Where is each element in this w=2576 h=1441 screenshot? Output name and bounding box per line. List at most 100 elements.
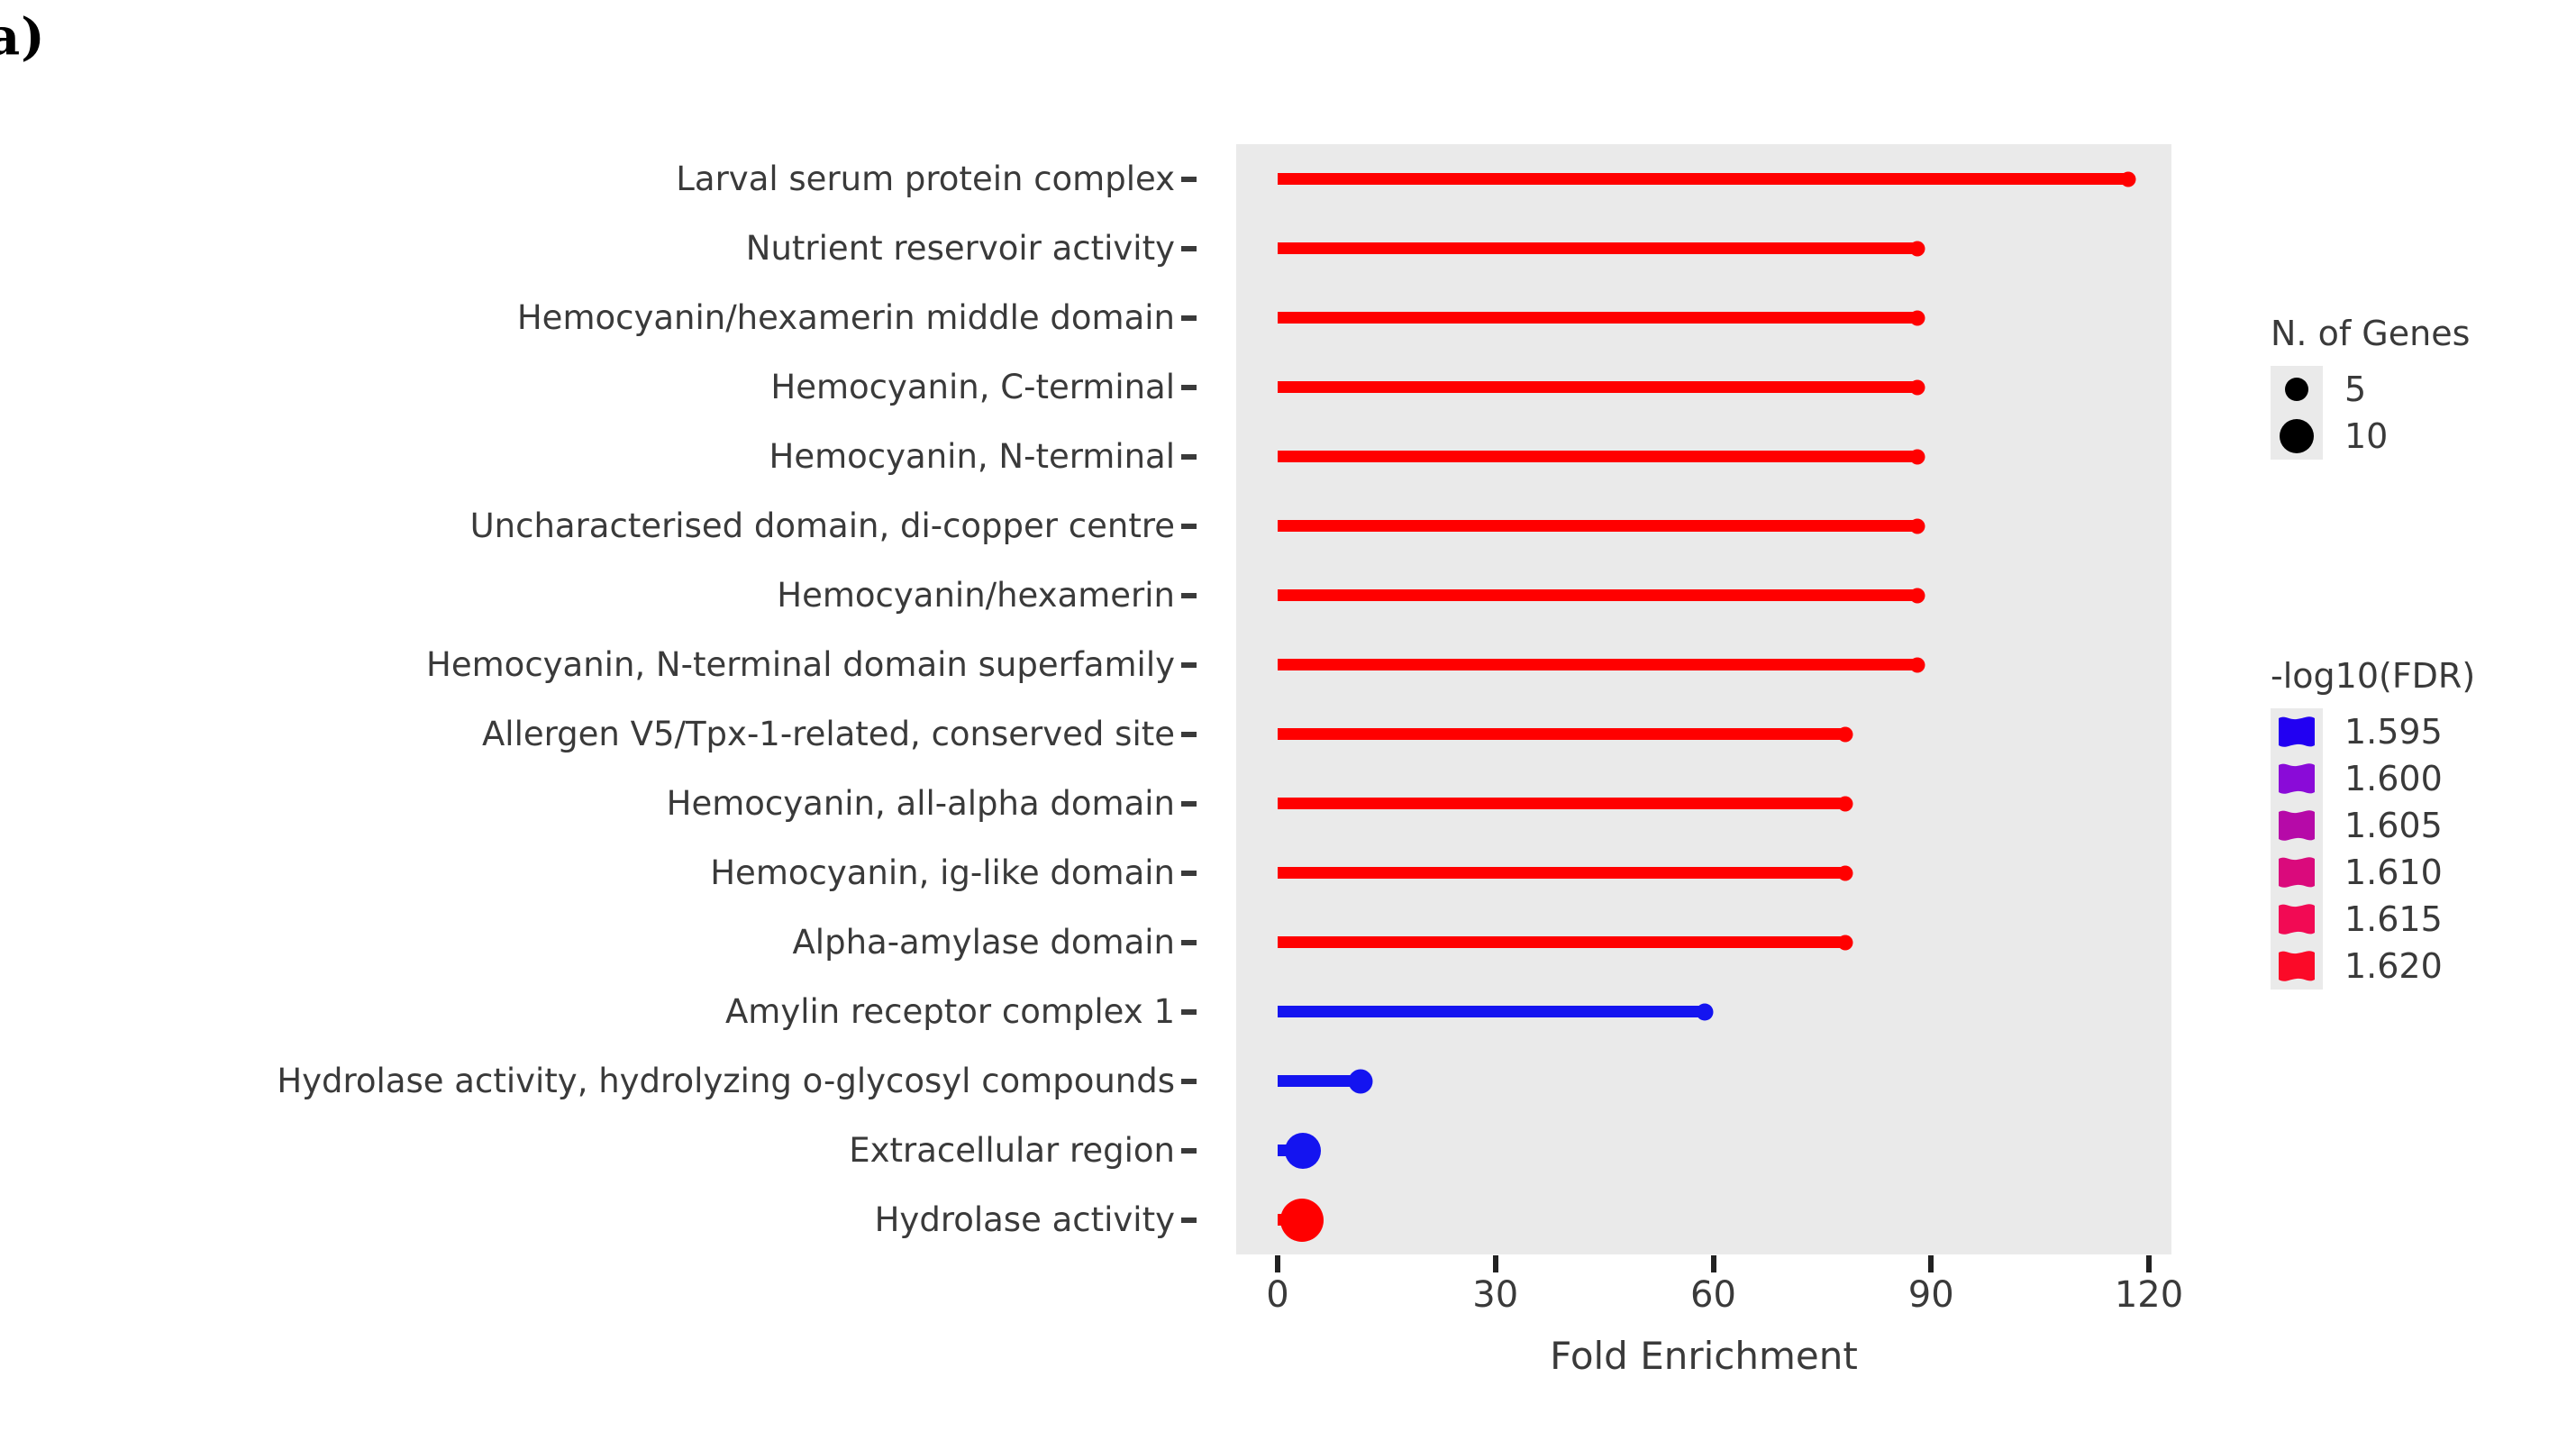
y-axis-tick-mark — [1181, 939, 1197, 945]
circle-marker-icon — [2280, 419, 2314, 453]
color-legend-item: 1.620 — [2271, 943, 2568, 990]
lollipop-point — [1285, 1132, 1322, 1169]
lollipop-stem — [1278, 1075, 1361, 1087]
y-axis-tick-mark — [1181, 1147, 1197, 1154]
lollipop-row — [1236, 1046, 2171, 1116]
color-swatch-icon — [2279, 904, 2315, 935]
y-axis-tick-label: Hemocyanin/hexamerin — [777, 576, 1175, 615]
color-swatch-icon — [2279, 810, 2315, 841]
y-axis-tick-mark — [1181, 176, 1197, 182]
y-axis-tick-mark — [1181, 731, 1197, 737]
color-legend-marker-cell — [2271, 854, 2323, 890]
x-axis-tick-mark — [1275, 1255, 1280, 1272]
lollipop-row — [1236, 769, 2171, 838]
lollipop-stem — [1278, 798, 1846, 809]
lollipop-point — [1837, 935, 1853, 950]
color-swatch-icon — [2279, 763, 2315, 794]
y-axis-tick-label: Hydrolase activity, hydrolyzing o-glycos… — [277, 1062, 1175, 1100]
plot-series-container — [1236, 144, 2171, 1254]
lollipop-stem — [1278, 520, 1917, 532]
y-axis-tick-mark — [1181, 1008, 1197, 1015]
color-legend-item: 1.605 — [2271, 802, 2568, 849]
y-axis-tick-mark — [1181, 453, 1197, 460]
x-axis-tick-mark — [1710, 1255, 1716, 1272]
y-axis-tick-label: Hemocyanin, N-terminal — [769, 437, 1175, 476]
lollipop-stem — [1278, 381, 1917, 393]
y-axis-tick-label: Hemocyanin, C-terminal — [770, 368, 1175, 406]
y-axis-tick-mark — [1181, 523, 1197, 529]
color-legend-label: 1.620 — [2344, 946, 2443, 986]
panel-label: (a) — [0, 7, 2576, 67]
x-axis-tick-mark — [1492, 1255, 1498, 1272]
lollipop-row — [1236, 838, 2171, 907]
color-legend-marker-cell — [2271, 901, 2323, 937]
y-axis-tick-label: Amylin receptor complex 1 — [725, 992, 1175, 1031]
y-axis-tick-label: Hydrolase activity — [874, 1200, 1175, 1239]
size-legend-item: 10 — [2271, 413, 2568, 460]
size-legend-marker-cell — [2271, 419, 2323, 453]
lollipop-point — [1280, 1198, 1324, 1242]
y-axis-tick-label: Extracellular region — [849, 1131, 1175, 1170]
y-axis-tick-mark — [1181, 1078, 1197, 1084]
x-axis-tick-label: 30 — [1472, 1274, 1519, 1316]
y-axis-tick-mark — [1181, 661, 1197, 668]
lollipop-point — [1909, 310, 1925, 325]
lollipop-point — [1837, 726, 1853, 742]
color-legend-patch — [2271, 708, 2323, 990]
y-axis-tick-label: Larval serum protein complex — [676, 160, 1175, 198]
lollipop-stem — [1278, 659, 1917, 670]
lollipop-stem — [1278, 589, 1917, 601]
size-legend-item: 5 — [2271, 366, 2568, 413]
x-axis-tick-mark — [1928, 1255, 1934, 1272]
color-legend-title: -log10(FDR) — [2271, 656, 2476, 696]
lollipop-point — [1837, 796, 1853, 811]
lollipop-row — [1236, 214, 2171, 283]
color-legend-label: 1.595 — [2344, 712, 2443, 752]
color-legend-marker-cell — [2271, 714, 2323, 750]
lollipop-row — [1236, 699, 2171, 769]
lollipop-row — [1236, 561, 2171, 630]
x-axis-tick-label: 120 — [2114, 1274, 2184, 1316]
size-legend-label: 5 — [2344, 369, 2367, 409]
color-legend-marker-cell — [2271, 807, 2323, 844]
y-axis-tick-mark — [1181, 870, 1197, 876]
lollipop-stem — [1278, 312, 1917, 324]
lollipop-point — [1837, 865, 1853, 880]
lollipop-row — [1236, 491, 2171, 561]
y-axis-tick-mark — [1181, 800, 1197, 807]
x-axis-tick-mark — [2146, 1255, 2152, 1272]
lollipop-row — [1236, 977, 2171, 1046]
lollipop-point — [1696, 1003, 1714, 1020]
y-axis-tick-label: Uncharacterised domain, di-copper centre — [469, 506, 1175, 545]
y-axis-tick-mark — [1181, 245, 1197, 251]
y-axis-tick-mark — [1181, 592, 1197, 598]
color-legend-label: 1.600 — [2344, 759, 2443, 798]
color-legend-item: 1.595 — [2271, 708, 2568, 755]
lollipop-row — [1236, 352, 2171, 422]
lollipop-point — [1909, 588, 1925, 603]
size-legend-title: N. of Genes — [2271, 314, 2471, 353]
color-swatch-icon — [2279, 951, 2315, 981]
lollipop-stem — [1278, 936, 1846, 948]
size-legend-marker-cell — [2271, 378, 2323, 401]
x-axis-tick-label: 0 — [1266, 1274, 1289, 1316]
plot-area — [1236, 144, 2171, 1254]
lollipop-row — [1236, 1185, 2171, 1254]
lollipop-stem — [1278, 451, 1917, 462]
color-legend-marker-cell — [2271, 761, 2323, 797]
color-legend-label: 1.605 — [2344, 806, 2443, 845]
color-legend-item: 1.600 — [2271, 755, 2568, 802]
lollipop-point — [1909, 518, 1925, 534]
x-axis-tick-label: 60 — [1690, 1274, 1736, 1316]
lollipop-stem — [1278, 728, 1846, 740]
lollipop-row — [1236, 144, 2171, 214]
y-axis-tick-label: Hemocyanin, ig-like domain — [710, 853, 1175, 892]
x-axis-title: Fold Enrichment — [1550, 1334, 1858, 1378]
y-axis-tick-label: Allergen V5/Tpx-1-related, conserved sit… — [481, 715, 1175, 753]
color-legend-item: 1.610 — [2271, 849, 2568, 896]
